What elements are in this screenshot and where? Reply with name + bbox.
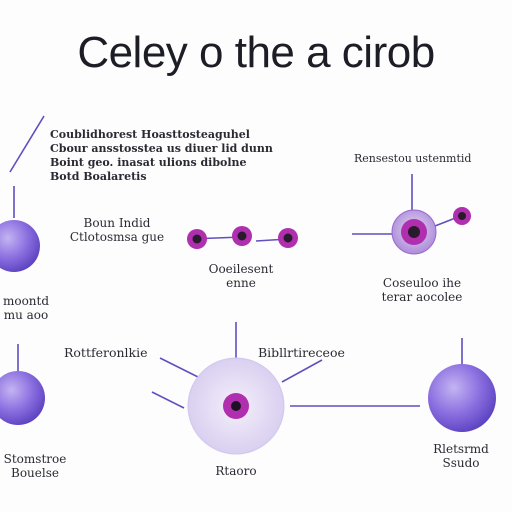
bottom-center-caption: Rtaoro bbox=[215, 464, 257, 478]
top-block-text: Coublidhorest Hoasttosteaguhel Cbour ans… bbox=[50, 128, 273, 183]
diagram-title: Celey o the a cirob bbox=[77, 28, 435, 77]
pair-caption: Ooeilesent enne bbox=[208, 262, 274, 290]
mid-left-label: Rottferonlkie bbox=[64, 345, 148, 360]
bottom-right-caption: Rletsrmd Ssudo bbox=[433, 442, 489, 470]
ring-satellite-center bbox=[458, 212, 466, 220]
mid-right-label: Bibllrtireceoe bbox=[258, 345, 345, 360]
right-caption: Coseuloo ihe terar aocolee bbox=[381, 276, 463, 304]
line-big-lower-left bbox=[151, 391, 185, 409]
line-big-left bbox=[159, 357, 201, 379]
bottom-left-caption: Stomstroe Bouelse bbox=[3, 452, 67, 480]
ring-node-center bbox=[408, 226, 420, 238]
node-a bbox=[0, 220, 40, 272]
line-big-right bbox=[281, 359, 323, 383]
node-bottom-left bbox=[0, 371, 45, 425]
line-top-left bbox=[9, 115, 45, 173]
connector-lines bbox=[9, 115, 463, 409]
node-bottom-right bbox=[428, 364, 496, 432]
central-nucleus bbox=[231, 401, 241, 411]
left-caption: moontd mu aoo bbox=[2, 294, 50, 322]
dot-pair bbox=[187, 226, 298, 249]
top-right-label: Rensestou ustenmtid bbox=[354, 152, 472, 165]
node-a-label: Boun Indid Ctlotosmsa gue bbox=[69, 216, 165, 244]
